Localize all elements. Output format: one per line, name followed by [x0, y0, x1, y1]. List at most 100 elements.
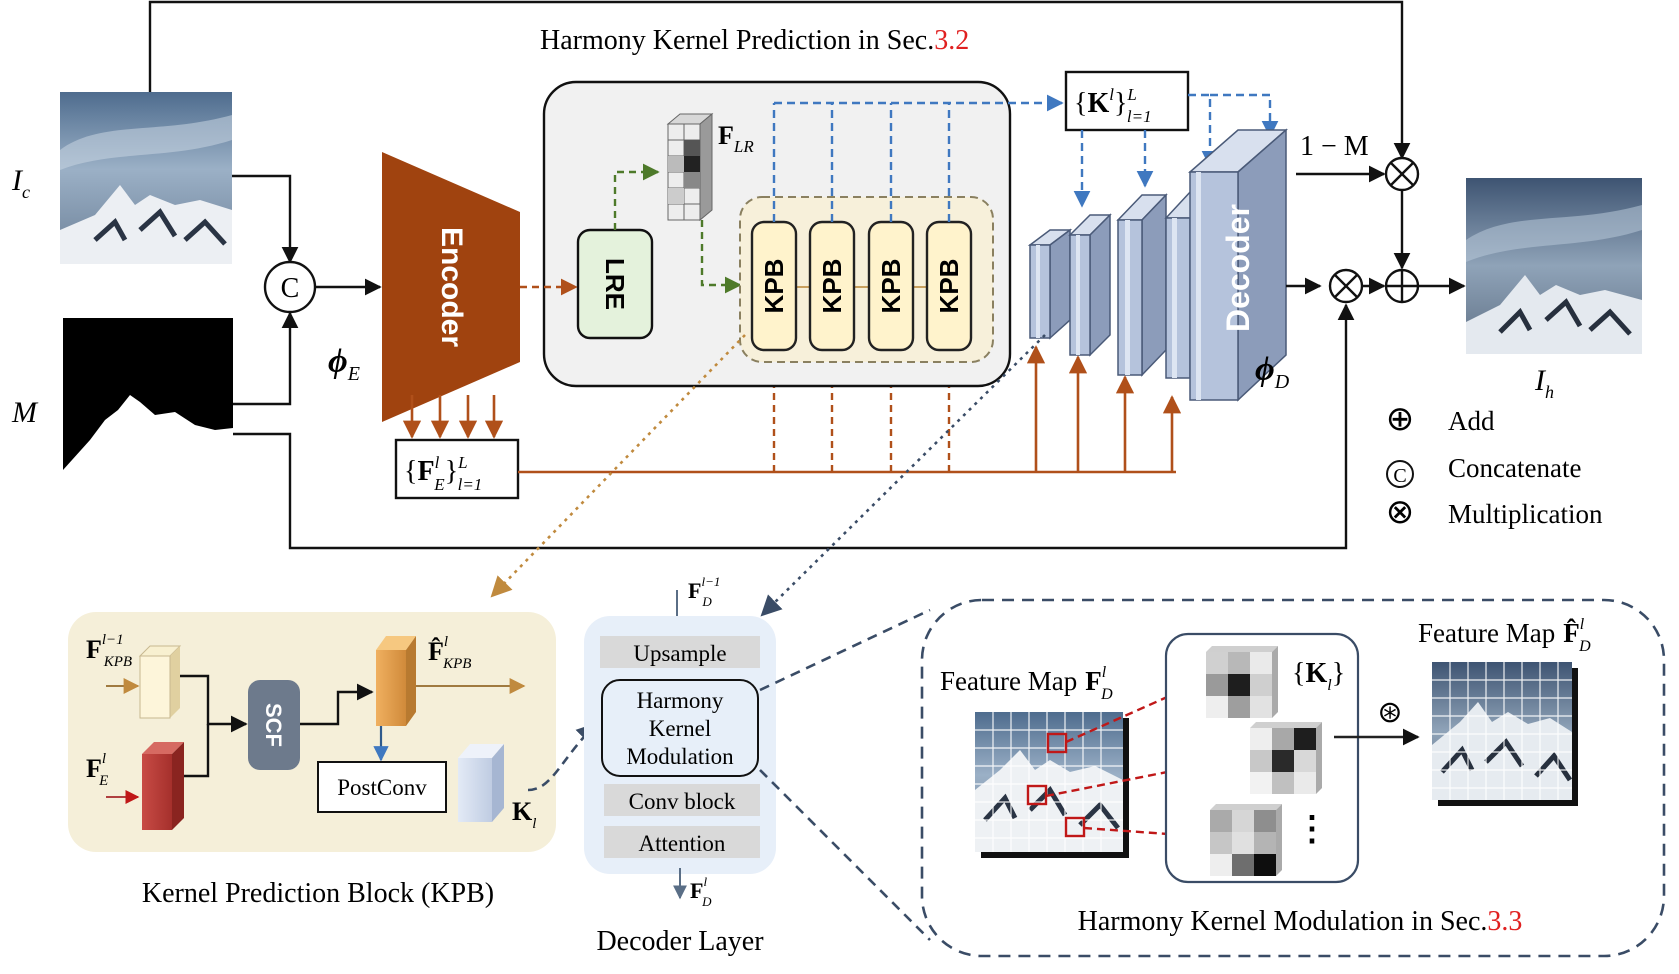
encoder-feature-block [142, 742, 184, 830]
postconv-block [317, 761, 447, 813]
kpb-caption: Kernel Prediction Block (KPB) [142, 878, 494, 909]
input-feature-map [975, 712, 1129, 858]
encoder-features-box [394, 438, 520, 500]
scf-label: SCF [261, 703, 286, 747]
legend-item-concatenate: C Concatenate [1386, 453, 1581, 488]
mask-image [63, 318, 233, 488]
kernel-set-box [1064, 70, 1190, 132]
decoder-symbol: ϕD [1255, 351, 1290, 393]
kpb-block: KPB [750, 220, 798, 352]
hkm-zoom-connector [759, 608, 931, 692]
kernels-label: {Kl} [1292, 658, 1345, 694]
multiply-symbol [1328, 268, 1364, 304]
kernel-modulation-title: Harmony Kernel Modulation in Sec.3.3 [1078, 906, 1523, 937]
decoder-detail-connector [760, 334, 1046, 617]
hkm-label-line: Kernel [649, 716, 712, 741]
upsample-block [600, 636, 760, 668]
composite-image [60, 92, 232, 264]
kpb-merge-line [180, 674, 248, 733]
f-lr-kernel-cube [666, 112, 714, 222]
postconv-label: PostConv [337, 775, 427, 800]
svg-text:KPB: KPB [934, 259, 964, 314]
decoder-main-block [1188, 128, 1288, 402]
f-lr-label: FLR [718, 121, 754, 156]
mask-loop-line [233, 303, 1355, 550]
legend: ⊕ Add C Concatenate ⊗ Multiplication [1386, 400, 1603, 531]
mask-label: M [11, 396, 39, 429]
kpb-block: KPB [925, 220, 973, 352]
concat-legend-label: Concatenate [1448, 453, 1581, 483]
patch-to-kernel-arrow [1065, 684, 1194, 744]
add-symbol [1384, 268, 1420, 304]
add-legend-label: Add [1448, 406, 1495, 436]
kernel-prediction-title: Harmony Kernel Prediction in Sec.3.2 [540, 25, 969, 56]
legend-item-add: ⊕ Add [1386, 400, 1495, 438]
conv-block [604, 784, 760, 816]
decoder-layer-block [1027, 228, 1073, 340]
concat-legend-icon: C [1393, 465, 1406, 487]
multiply-symbol [1384, 156, 1420, 192]
conv-block-label: Conv block [629, 789, 736, 814]
harmonized-image [1466, 178, 1642, 354]
decoder-layer-block [1068, 213, 1112, 357]
encoder-label: Encoder [435, 227, 468, 347]
decoder-layer-caption: Decoder Layer [596, 926, 764, 957]
one-minus-m-label: 1 − M [1300, 131, 1369, 162]
upsample-label: Upsample [633, 641, 726, 666]
encoder-block [382, 152, 520, 422]
lre-to-flr-arrow [613, 163, 660, 230]
svg-text:KPB: KPB [876, 259, 906, 314]
output-feature-map [1432, 662, 1578, 806]
kernel-output-label: Kl [512, 797, 536, 832]
kernel-to-decoder-arrows [1073, 93, 1279, 208]
svg-text:KPB: KPB [817, 259, 847, 314]
kernel-grid [1250, 722, 1322, 794]
decoder-label: Decoder [1220, 204, 1256, 332]
attention-block [604, 826, 760, 858]
kpb-merge-line [184, 724, 210, 778]
output-label: Ih [1534, 364, 1554, 402]
encoder-symbol: ϕE [328, 343, 360, 385]
ic-to-concat-arrow [232, 174, 299, 264]
kpb-block: KPB [867, 220, 915, 352]
multiply-legend-icon: ⊗ [1386, 493, 1415, 531]
multiply-legend-label: Multiplication [1448, 499, 1603, 529]
mask-to-concat-arrow [233, 311, 299, 406]
kpb-to-kernel-arrows [772, 94, 1064, 222]
lre-label: LRE [600, 258, 630, 310]
kernel-grid [1206, 646, 1278, 718]
composite-label: Ic [11, 164, 30, 202]
attention-label: Attention [639, 831, 726, 856]
hkm-block [601, 679, 759, 777]
decoder-layer-block [1116, 193, 1168, 377]
flr-to-kpb-arrow [700, 208, 742, 294]
svg-text:KPB: KPB [759, 259, 789, 314]
kernels-ellipsis: ⋮ [1295, 811, 1329, 848]
hkm-label-line: Modulation [626, 744, 734, 769]
kernel-grid [1210, 804, 1282, 876]
kernel-output-block [458, 744, 504, 822]
hkm-label-line: Harmony [637, 688, 724, 713]
skip-connection-line [148, 0, 1411, 160]
hkm-zoom-connector [759, 769, 931, 941]
scf-block [248, 680, 300, 770]
scf-to-out-arrow [300, 683, 374, 726]
decoder-stack [1027, 128, 1288, 402]
kpb-output-feature-block [376, 636, 416, 726]
prev-kpb-feature-block [138, 645, 182, 719]
concat-symbol-label: C [281, 273, 300, 304]
legend-item-multiplication: ⊗ Multiplication [1386, 493, 1603, 531]
add-legend-icon: ⊕ [1386, 400, 1415, 438]
convolution-icon: ⊛ [1377, 696, 1402, 729]
kpb-block: KPB [808, 220, 856, 352]
